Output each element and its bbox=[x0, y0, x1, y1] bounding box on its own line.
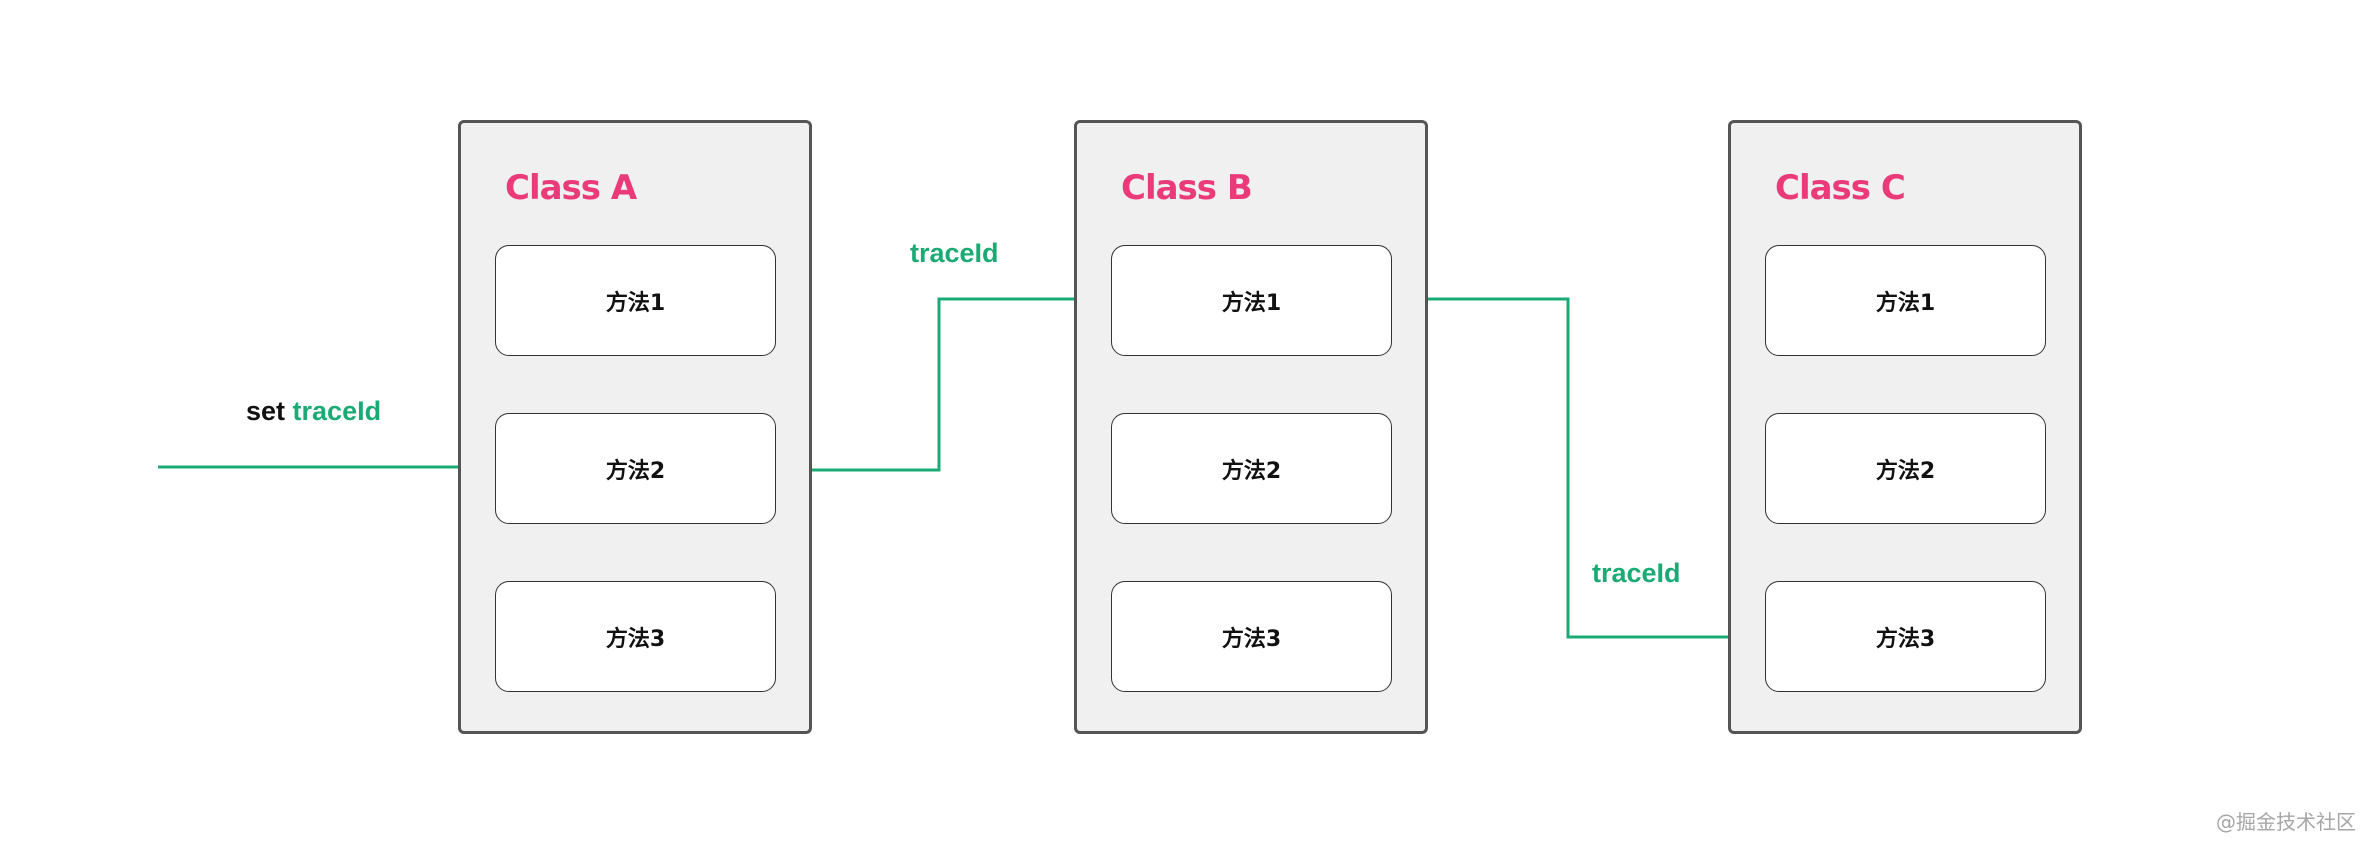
class-c-title: Class C bbox=[1775, 168, 1906, 208]
watermark: @掘金技术社区 bbox=[2216, 810, 2356, 834]
class-c-method-3: 方法3 bbox=[1765, 581, 2046, 692]
class-a-box: Class A 方法1 方法2 方法3 bbox=[458, 120, 812, 734]
class-a-title: Class A bbox=[505, 168, 637, 208]
class-a-method-1: 方法1 bbox=[495, 245, 776, 356]
entry-label: set traceId bbox=[246, 398, 381, 425]
b-to-c-label: traceId bbox=[1592, 558, 1681, 588]
entry-label-prefix: set bbox=[246, 396, 286, 426]
class-c-method-1: 方法1 bbox=[1765, 245, 2046, 356]
class-b-title: Class B bbox=[1121, 168, 1253, 208]
entry-label-traceid: traceId bbox=[292, 396, 382, 426]
class-a-method-3: 方法3 bbox=[495, 581, 776, 692]
a-to-b-label: traceId bbox=[910, 238, 999, 268]
class-c-box: Class C 方法1 方法2 方法3 bbox=[1728, 120, 2082, 734]
class-b-method-3: 方法3 bbox=[1111, 581, 1392, 692]
class-c-method-2: 方法2 bbox=[1765, 413, 2046, 524]
class-b-box: Class B 方法1 方法2 方法3 bbox=[1074, 120, 1428, 734]
class-a-method-2: 方法2 bbox=[495, 413, 776, 524]
arrow-b1-to-c3 bbox=[1391, 297, 1766, 637]
class-b-method-1: 方法1 bbox=[1111, 245, 1392, 356]
class-b-method-2: 方法2 bbox=[1111, 413, 1392, 524]
arrow-a2-to-b1 bbox=[776, 299, 1112, 472]
